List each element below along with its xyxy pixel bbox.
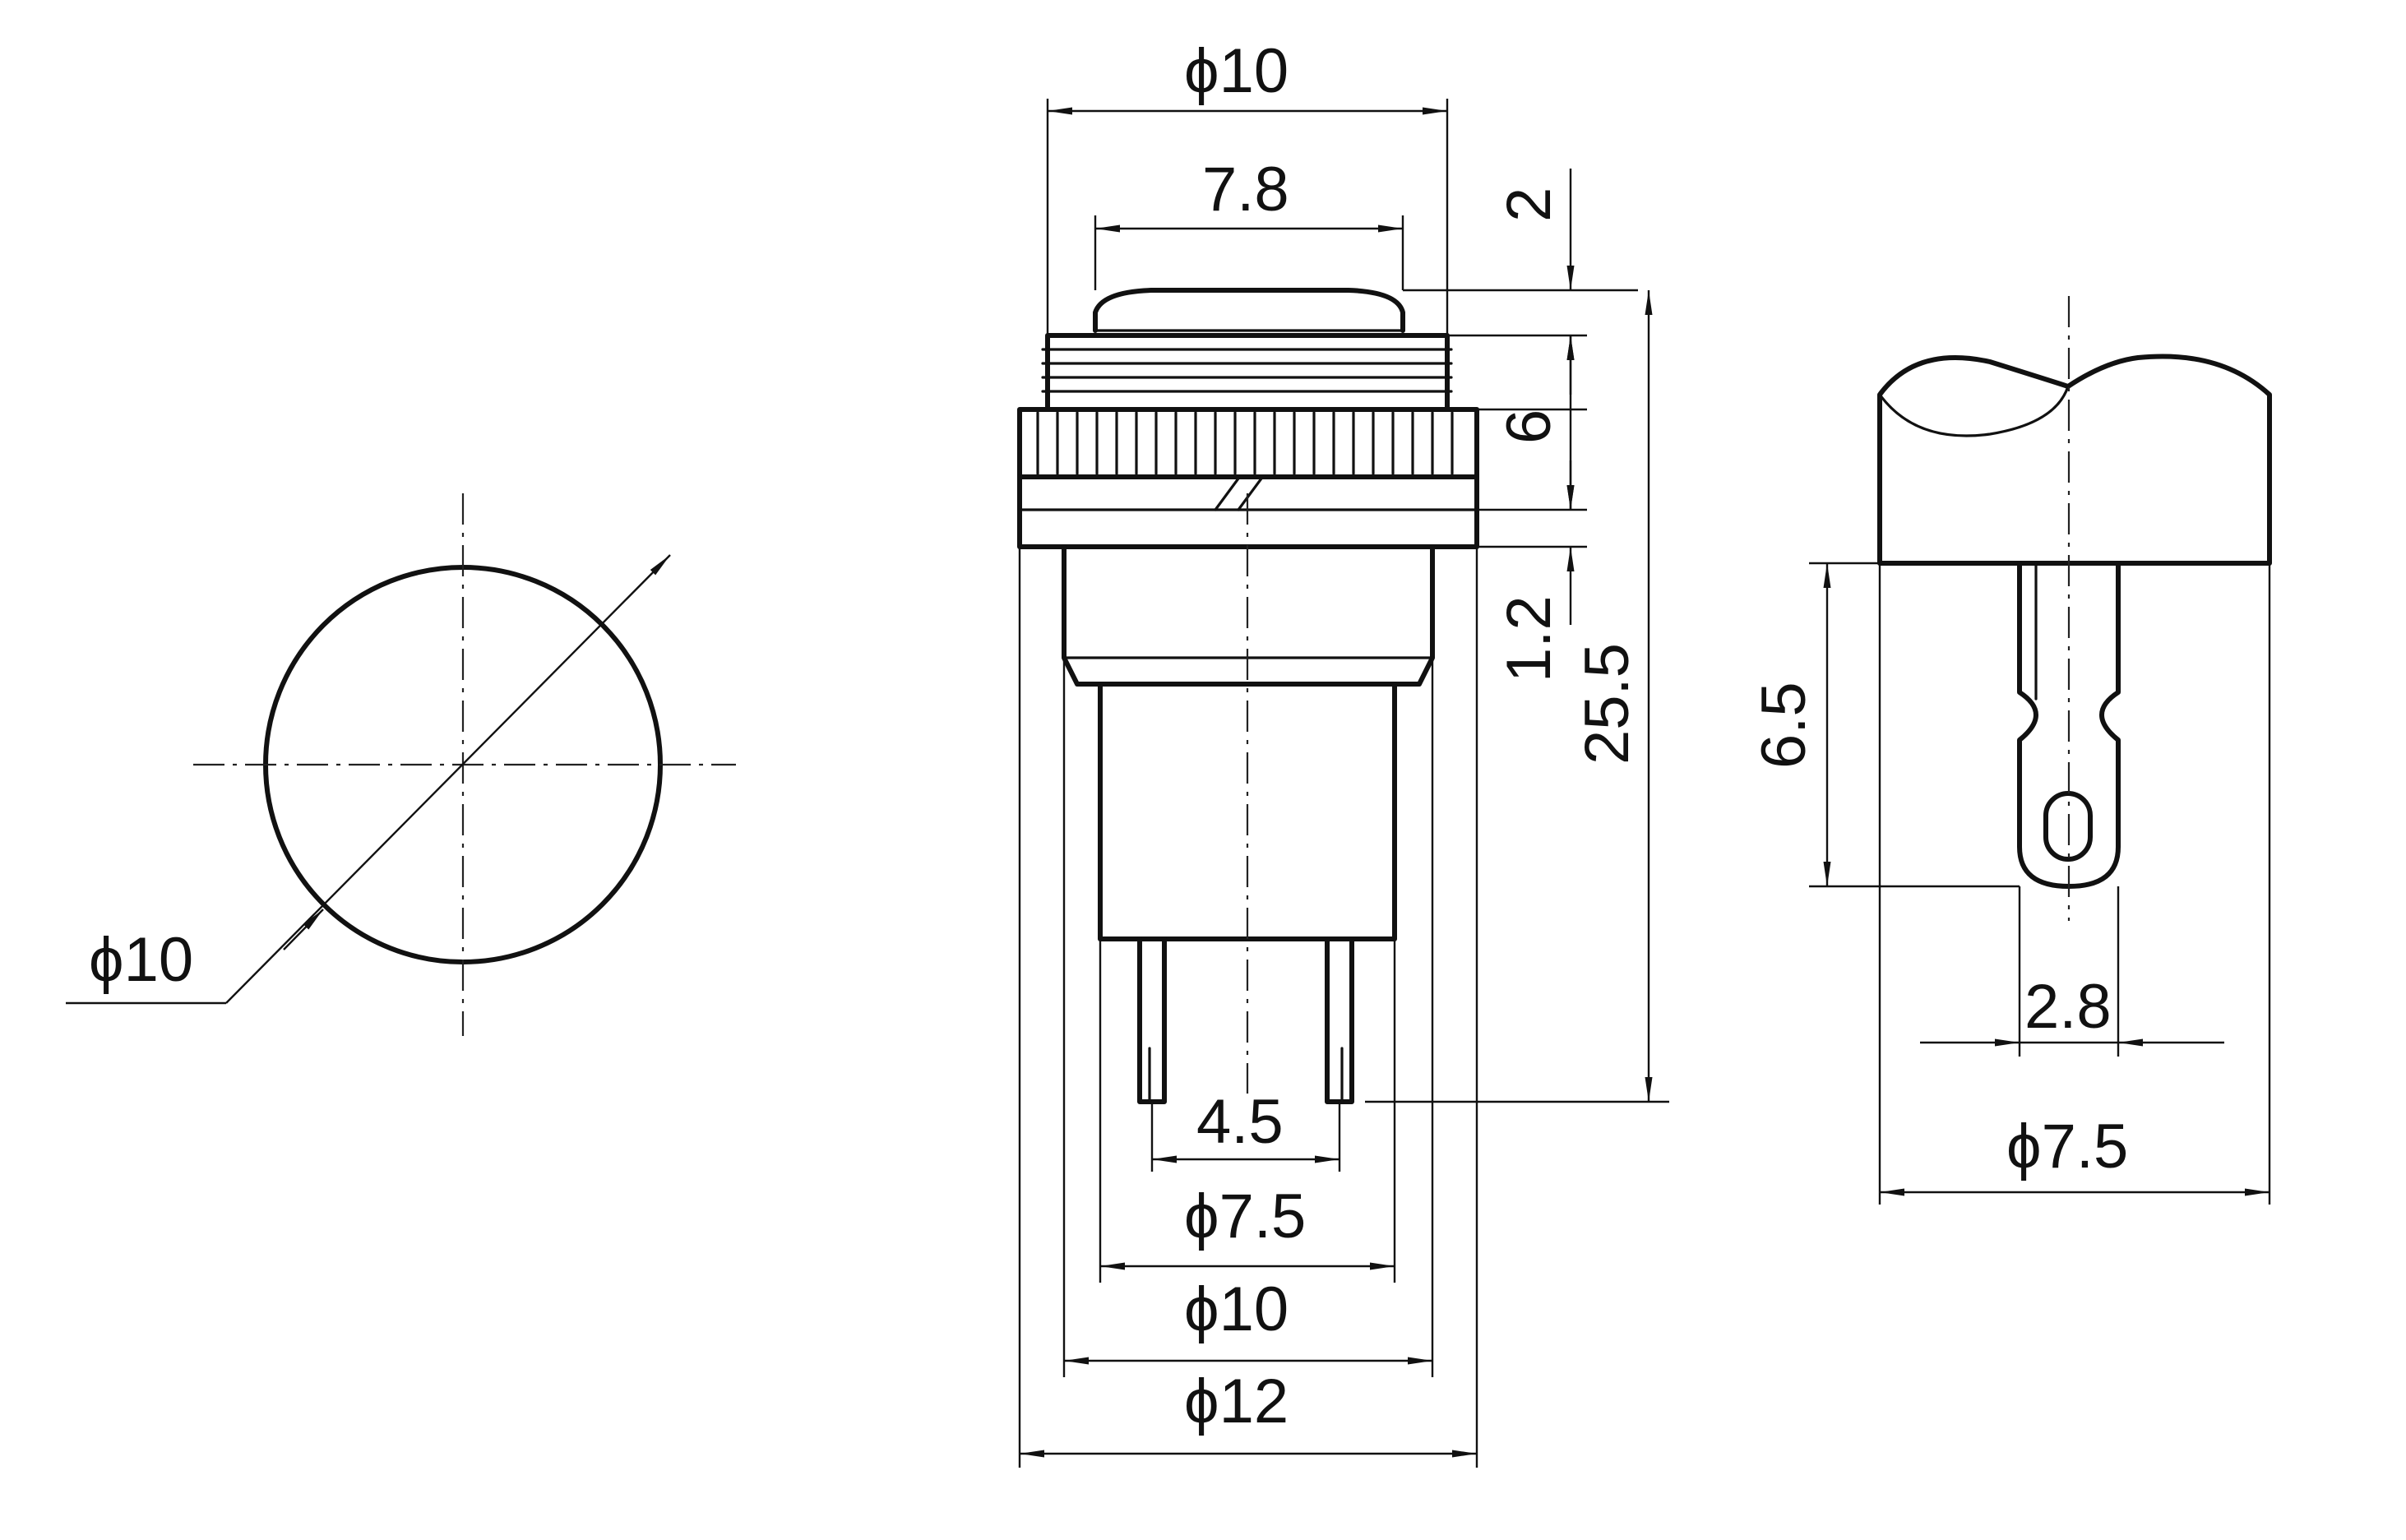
knurl-lines: [1036, 411, 1454, 475]
label-total-height: 25.5: [1572, 643, 1642, 765]
left-pin: [1137, 936, 1167, 1104]
terminal-body-inner-curve: [1878, 385, 2070, 437]
side-view: ϕ10 7.8 2 6 1.2 25.5 4.5 ϕ7.5 ϕ10 ϕ12: [1017, 36, 1669, 1468]
button-cap: [1093, 288, 1405, 333]
label-pin-spacing: 4.5: [1196, 1087, 1284, 1157]
front-diameter-leader: [225, 554, 671, 1004]
front-diameter-arrow-2: [283, 909, 324, 950]
label-cap-height: 2: [1494, 187, 1564, 222]
front-diameter-label: ϕ10: [89, 925, 193, 995]
label-flange-diameter: ϕ12: [1184, 1367, 1289, 1436]
right-pin: [1325, 936, 1354, 1104]
front-view: ϕ10: [66, 493, 736, 1036]
label-terminal-body-diameter: ϕ7.5: [2006, 1112, 2128, 1182]
terminal-body: [1877, 354, 2272, 566]
label-cap-top: 7.8: [1202, 155, 1289, 224]
label-cap-outer: ϕ10: [1184, 36, 1289, 106]
break-mark-1: [1214, 477, 1240, 511]
label-lower-body-diameter: ϕ10: [1184, 1274, 1289, 1344]
break-mark-2: [1237, 477, 1263, 511]
thread-lines: [1041, 348, 1453, 393]
label-terminal-width: 2.8: [2024, 972, 2112, 1042]
thread-outline: [1045, 333, 1450, 412]
knurled-nut: [1017, 407, 1479, 479]
label-thread-height: 6: [1494, 409, 1564, 444]
label-body-diameter: ϕ7.5: [1184, 1182, 1306, 1251]
terminal-view: 6.5 2.8 ϕ7.5: [1749, 296, 2272, 1205]
label-terminal-length: 6.5: [1749, 682, 1819, 769]
side-extension-lines: [1018, 99, 1669, 1468]
label-flange-thickness: 1.2: [1494, 595, 1564, 682]
